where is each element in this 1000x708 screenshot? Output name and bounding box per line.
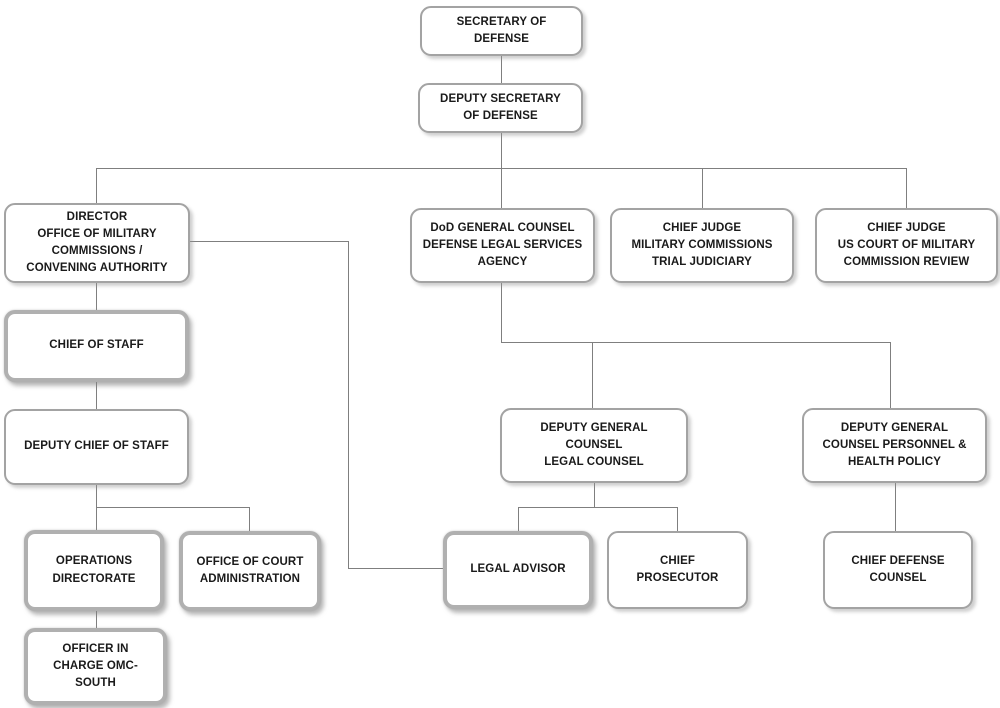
node-chief-of-staff: CHIEF OF STAFF: [4, 310, 189, 382]
node-chief-judge-trial-judiciary: CHIEF JUDGE MILITARY COMMISSIONS TRIAL J…: [610, 208, 794, 283]
node-deputy-general-counsel-personnel: DEPUTY GENERAL COUNSEL PERSONNEL & HEALT…: [802, 408, 987, 483]
node-label: OFFICER IN CHARGE OMC- SOUTH: [53, 642, 138, 690]
connector-to-chief-judge-review: [906, 168, 907, 208]
node-operations-directorate: OPERATIONS DIRECTORATE: [24, 530, 164, 611]
node-deputy-chief-of-staff: DEPUTY CHIEF OF STAFF: [4, 409, 189, 485]
node-secretary-of-defense: SECRETARY OF DEFENSE: [420, 6, 583, 56]
connector-to-dgc-legal: [592, 342, 593, 408]
connector-cos-dcos: [96, 382, 97, 409]
node-chief-prosecutor: CHIEF PROSECUTOR: [607, 531, 748, 609]
connector-dgc-legal-drop: [594, 483, 595, 507]
node-legal-advisor: LEGAL ADVISOR: [443, 531, 593, 609]
node-deputy-general-counsel-legal: DEPUTY GENERAL COUNSEL LEGAL COUNSEL: [500, 408, 688, 483]
connector-ops-omc-south: [96, 611, 97, 628]
node-label: CHIEF OF STAFF: [49, 339, 144, 352]
node-director-omc: DIRECTOR OFFICE OF MILITARY COMMISSIONS …: [4, 203, 190, 283]
node-label: CHIEF JUDGE MILITARY COMMISSIONS TRIAL J…: [631, 221, 773, 269]
connector-director-cos: [96, 283, 97, 310]
node-deputy-secretary-of-defense: DEPUTY SECRETARY OF DEFENSE: [418, 83, 583, 133]
node-label: DEPUTY GENERAL COUNSEL PERSONNEL & HEALT…: [822, 421, 967, 469]
node-office-of-court-administration: OFFICE OF COURT ADMINISTRATION: [179, 531, 321, 611]
connector-gc-bus: [501, 342, 890, 343]
node-label: DEPUTY CHIEF OF STAFF: [24, 440, 169, 453]
connector-to-court-admin: [249, 507, 250, 531]
node-label: OPERATIONS DIRECTORATE: [52, 555, 136, 585]
node-label: OFFICE OF COURT ADMINISTRATION: [196, 555, 304, 585]
node-label: DEPUTY GENERAL COUNSEL LEGAL COUNSEL: [540, 421, 648, 469]
connector-dcos-bus: [96, 507, 249, 508]
node-label: DoD GENERAL COUNSEL DEFENSE LEGAL SERVIC…: [422, 221, 583, 269]
connector-to-chief-defense: [895, 483, 896, 531]
connector-dgc-legal-bus: [518, 507, 677, 508]
connector-to-dgc-personnel: [890, 342, 891, 408]
connector-to-director: [96, 168, 97, 203]
node-label: DIRECTOR OFFICE OF MILITARY COMMISSIONS …: [26, 210, 168, 275]
connector-secretary-deputy: [501, 56, 502, 83]
node-label: CHIEF DEFENSE COUNSEL: [851, 554, 945, 584]
node-label: CHIEF JUDGE US COURT OF MILITARY COMMISS…: [837, 221, 976, 269]
connector-to-legal-advisor: [518, 507, 519, 531]
connector-director-legal-advisor-vertical: [348, 241, 349, 568]
connector-deputy-drop: [501, 133, 502, 168]
node-officer-in-charge-omc-south: OFFICER IN CHARGE OMC- SOUTH: [24, 628, 167, 705]
connector-to-operations: [96, 507, 97, 530]
connector-dcos-drop: [96, 485, 97, 507]
node-label: SECRETARY OF DEFENSE: [456, 15, 547, 45]
connector-to-dod-gc: [501, 168, 502, 208]
node-label: DEPUTY SECRETARY OF DEFENSE: [440, 92, 561, 122]
node-label: CHIEF PROSECUTOR: [636, 554, 719, 584]
connector-into-legal-advisor: [348, 568, 443, 569]
connector-to-chief-prosecutor: [677, 507, 678, 531]
connector-director-right: [190, 241, 348, 242]
node-chief-judge-commission-review: CHIEF JUDGE US COURT OF MILITARY COMMISS…: [815, 208, 998, 283]
node-label: LEGAL ADVISOR: [470, 563, 566, 576]
node-chief-defense-counsel: CHIEF DEFENSE COUNSEL: [823, 531, 973, 609]
connector-to-chief-judge-trial: [702, 168, 703, 208]
connector-dod-gc-drop: [501, 283, 502, 342]
node-dod-general-counsel: DoD GENERAL COUNSEL DEFENSE LEGAL SERVIC…: [410, 208, 595, 283]
